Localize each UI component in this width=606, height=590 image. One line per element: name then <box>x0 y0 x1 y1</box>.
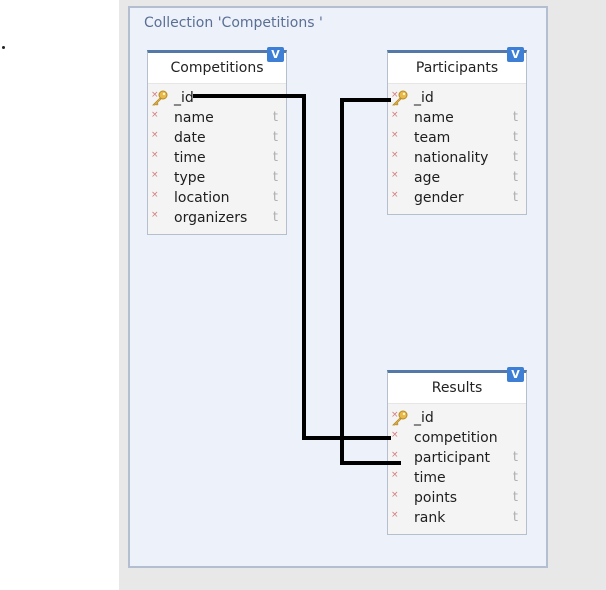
field-row[interactable]: × time t <box>148 148 286 168</box>
field-name: competition <box>414 430 498 446</box>
field-row[interactable]: × gender t <box>388 188 526 208</box>
collection-title: Collection 'Competitions ' <box>144 15 323 31</box>
field-type: t <box>512 110 518 125</box>
field-type: t <box>512 130 518 145</box>
field-row[interactable]: × nationality t <box>388 148 526 168</box>
field-name: date <box>174 130 206 146</box>
required-marker-icon: × <box>151 190 159 200</box>
entity-title: Participants <box>388 53 526 84</box>
field-type: t <box>272 130 278 145</box>
field-name: participant <box>414 450 491 466</box>
required-marker-icon: × <box>391 430 399 440</box>
field-type: t <box>512 470 518 485</box>
required-marker-icon: × <box>391 510 399 520</box>
required-marker-icon: × <box>151 170 159 180</box>
view-badge-icon[interactable]: V <box>507 47 524 62</box>
required-marker-icon: × <box>391 490 399 500</box>
field-type: t <box>512 170 518 185</box>
required-marker-icon: × <box>391 150 399 160</box>
field-type: t <box>512 150 518 165</box>
required-marker-icon: × <box>391 90 399 100</box>
view-badge-icon[interactable]: V <box>267 47 284 62</box>
field-row[interactable]: × location t <box>148 188 286 208</box>
field-name: team <box>414 130 451 146</box>
field-type: t <box>512 190 518 205</box>
field-type: t <box>272 190 278 205</box>
key-icon <box>151 90 169 106</box>
field-type: t <box>512 490 518 505</box>
required-marker-icon: × <box>151 210 159 220</box>
field-name: name <box>174 110 214 126</box>
field-row[interactable]: × _id <box>388 88 526 108</box>
field-row[interactable]: × type t <box>148 168 286 188</box>
view-badge-icon[interactable]: V <box>507 367 524 382</box>
field-type: t <box>272 150 278 165</box>
field-name: _id <box>174 90 194 106</box>
field-name: organizers <box>174 210 248 226</box>
field-name: nationality <box>414 150 489 166</box>
field-type: t <box>272 210 278 225</box>
field-list: × _id × name t × date t × time t × type t × location t × o… <box>148 84 286 234</box>
field-list: × _id × name t × team t × nationality t × age t × gende… <box>388 84 526 214</box>
field-name: time <box>174 150 206 166</box>
field-row[interactable]: × time t <box>388 468 526 488</box>
field-type: t <box>512 510 518 525</box>
field-name: time <box>414 470 446 486</box>
field-row[interactable]: × points t <box>388 488 526 508</box>
field-type: t <box>272 170 278 185</box>
required-marker-icon: × <box>151 130 159 140</box>
required-marker-icon: × <box>391 130 399 140</box>
field-row[interactable]: × _id <box>148 88 286 108</box>
field-type: t <box>512 450 518 465</box>
required-marker-icon: × <box>391 170 399 180</box>
field-row[interactable]: × participant t <box>388 448 526 468</box>
field-name: type <box>174 170 206 186</box>
field-row[interactable]: × organizers t <box>148 208 286 228</box>
key-icon <box>391 410 409 426</box>
required-marker-icon: × <box>391 450 399 460</box>
field-row[interactable]: × date t <box>148 128 286 148</box>
field-name: name <box>414 110 454 126</box>
field-row[interactable]: × team t <box>388 128 526 148</box>
field-row[interactable]: × name t <box>148 108 286 128</box>
entity-competitions[interactable]: Competitions V × _id × name t × date t × time t × ty… <box>147 47 287 235</box>
required-marker-icon: × <box>391 470 399 480</box>
required-marker-icon: × <box>151 110 159 120</box>
entity-participants[interactable]: Participants V × _id × name t × team t × national… <box>387 47 527 215</box>
field-type: t <box>272 110 278 125</box>
field-row[interactable]: ×_id <box>388 408 526 428</box>
entity-title: Competitions <box>148 53 286 84</box>
field-row[interactable]: × name t <box>388 108 526 128</box>
required-marker-icon: × <box>391 110 399 120</box>
field-row[interactable]: × competition <box>388 428 526 448</box>
field-row[interactable]: × age t <box>388 168 526 188</box>
field-name: location <box>174 190 230 206</box>
field-row[interactable]: × rank t <box>388 508 526 528</box>
required-marker-icon: × <box>391 190 399 200</box>
field-name: age <box>414 170 441 186</box>
required-marker-icon: × <box>151 90 159 100</box>
field-name: _id <box>414 90 434 106</box>
required-marker-icon: × <box>151 150 159 160</box>
key-icon <box>391 90 409 106</box>
field-name: _id <box>414 410 434 426</box>
field-name: rank <box>414 510 446 526</box>
field-name: points <box>414 490 457 506</box>
field-name: gender <box>414 190 464 206</box>
entity-title: Results <box>388 373 526 404</box>
bullet-marker <box>2 46 5 49</box>
